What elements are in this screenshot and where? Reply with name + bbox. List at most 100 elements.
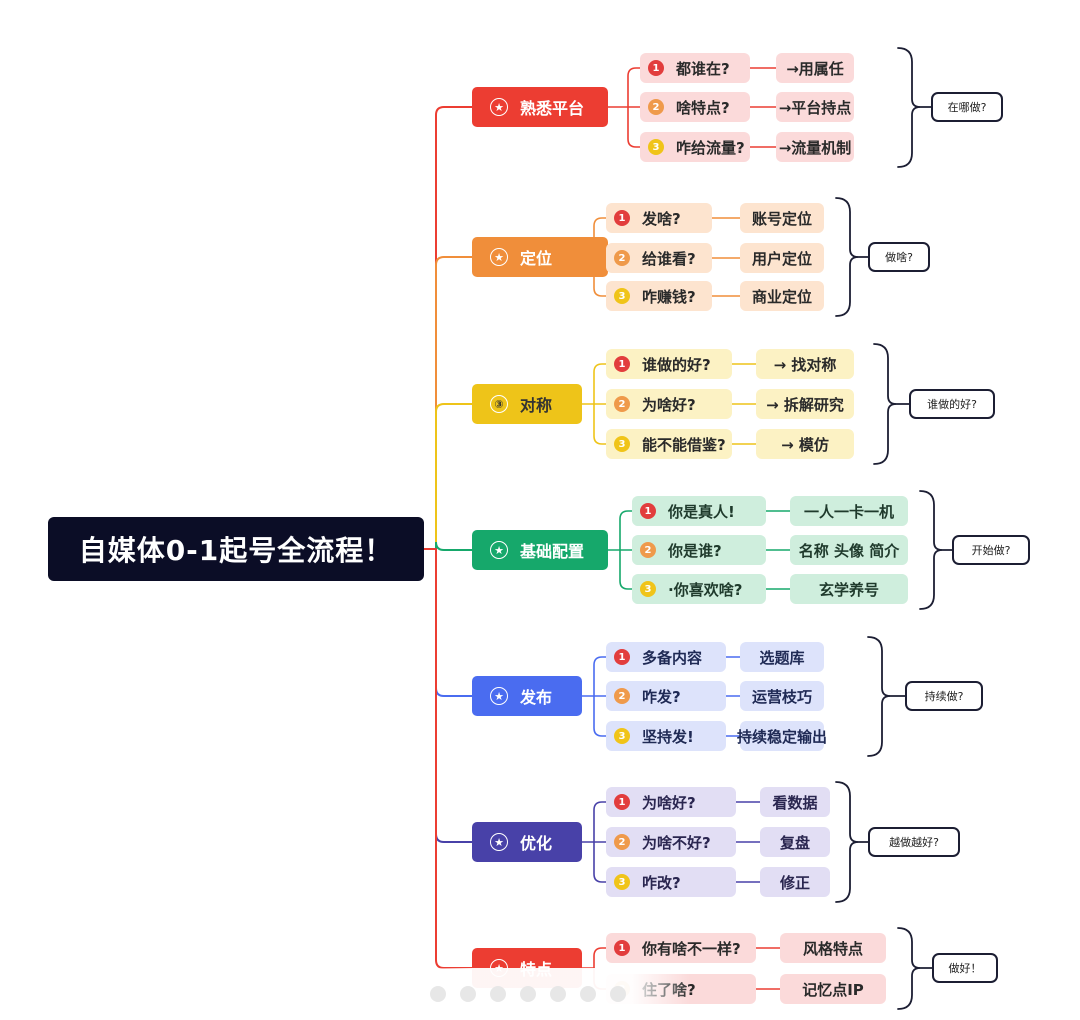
answer-node[interactable]: 持续稳定输出 [737,721,827,751]
summary-tag[interactable]: 开始做? [952,535,1030,565]
answer-node[interactable]: 账号定位 [740,203,824,233]
number-badge-icon: 1 [614,210,630,226]
branch-label: 对称 [520,396,553,415]
number-badge-icon: 1 [614,649,630,665]
brace [873,343,897,465]
branch-label: 优化 [520,834,553,853]
trunk-line [435,106,473,550]
brace [919,490,943,610]
question-text: 能不能借鉴? [642,435,726,454]
answer-node[interactable]: →用属任 [776,53,854,83]
star-icon: ★ [490,541,508,559]
star-icon: ★ [490,833,508,851]
brace [867,636,891,757]
number-badge-icon: 3 [614,874,630,890]
question-node[interactable]: 1 谁做的好? [606,349,732,379]
branch-label: 基础配置 [520,542,585,561]
question-text: 咋发? [642,687,681,706]
branch-node[interactable]: ★ 优化 [472,822,582,862]
branch-node[interactable]: ★定位 [472,237,608,277]
number-badge-icon: 1 [648,60,664,76]
answer-node[interactable]: → 找对称 [756,349,854,379]
number-badge-icon: 2 [640,542,656,558]
question-text: 你有啥不一样? [642,939,741,958]
question-node[interactable]: 2 咋发? [606,681,726,711]
answer-node[interactable]: 运营枝巧 [740,681,824,711]
branch-label: 发布 [520,688,553,707]
question-node[interactable]: 1 你是真人! [632,496,766,526]
answer-node[interactable]: 记忆点IP [780,974,886,1004]
question-node[interactable]: 3 能不能借鉴? [606,429,732,459]
summary-tag[interactable]: 谁做的好? [909,389,995,419]
root-node[interactable]: 自媒体0-1起号全流程！ [48,517,424,581]
branch-node[interactable]: ★熟悉平台 [472,87,608,127]
answer-node[interactable]: → 模仿 [756,429,854,459]
trunk-line [435,403,473,550]
branch-label: 定位 [520,249,553,268]
answer-node[interactable]: 用户定位 [740,243,824,273]
question-text: 坚持发! [642,727,694,746]
obscured-area [400,968,690,1018]
answer-node[interactable]: 选题库 [740,642,824,672]
item-connector [593,947,607,969]
number-badge-icon: 2 [614,688,630,704]
summary-tag[interactable]: 持续做? [905,681,983,711]
number-badge-icon: 3 [614,436,630,452]
summary-tag[interactable]: 越做越好? [868,827,960,857]
answer-node[interactable]: →流量机制 [776,132,854,162]
question-text: 为啥好? [642,395,696,414]
star-icon: ★ [490,98,508,116]
answer-node[interactable]: 玄学养号 [790,574,908,604]
number-badge-icon: 1 [614,794,630,810]
answer-node[interactable]: 修正 [760,867,830,897]
question-node[interactable]: 3·你喜欢啥? [632,574,766,604]
item-connector [619,549,633,590]
number-badge-icon: 1 [614,356,630,372]
brace [897,927,921,1010]
number-badge-icon: 2 [614,834,630,850]
answer-node[interactable]: 一人一卡一机 [790,496,908,526]
question-text: 多备内容 [642,648,703,667]
item-connector [593,695,607,737]
answer-node[interactable]: 商业定位 [740,281,824,311]
number-badge-icon: 3 [640,581,656,597]
item-connector [627,67,641,108]
branch-node[interactable]: ★ 基础配置 [472,530,608,570]
brace [835,197,859,317]
answer-node[interactable]: 看数据 [760,787,830,817]
question-node[interactable]: 2 为啥不好? [606,827,736,857]
item-connector [593,656,607,697]
summary-tag[interactable]: 做好！ [932,953,998,983]
question-text: 你是真人! [668,502,735,521]
brace [897,47,921,168]
question-text: 谁做的好? [642,355,711,374]
answer-node[interactable]: 名称 头像 简介 [790,535,908,565]
item-connector [593,217,607,258]
answer-node[interactable]: →平台持点 [776,92,854,122]
answer-node[interactable]: 复盘 [760,827,830,857]
branch-node[interactable]: ★发布 [472,676,582,716]
summary-tag[interactable]: 做啥? [868,242,930,272]
number-badge-icon: 1 [640,503,656,519]
summary-tag[interactable]: 在哪做? [931,92,1003,122]
trunk-line [435,256,473,550]
question-text: 为啥不好? [642,833,711,852]
question-node[interactable]: 1 多备内容 [606,642,726,672]
question-node[interactable]: 1 发啥? [606,203,712,233]
question-text: 发啥? [642,209,681,228]
answer-node[interactable]: 风格特点 [780,933,886,963]
answer-node[interactable]: → 拆解研究 [756,389,854,419]
